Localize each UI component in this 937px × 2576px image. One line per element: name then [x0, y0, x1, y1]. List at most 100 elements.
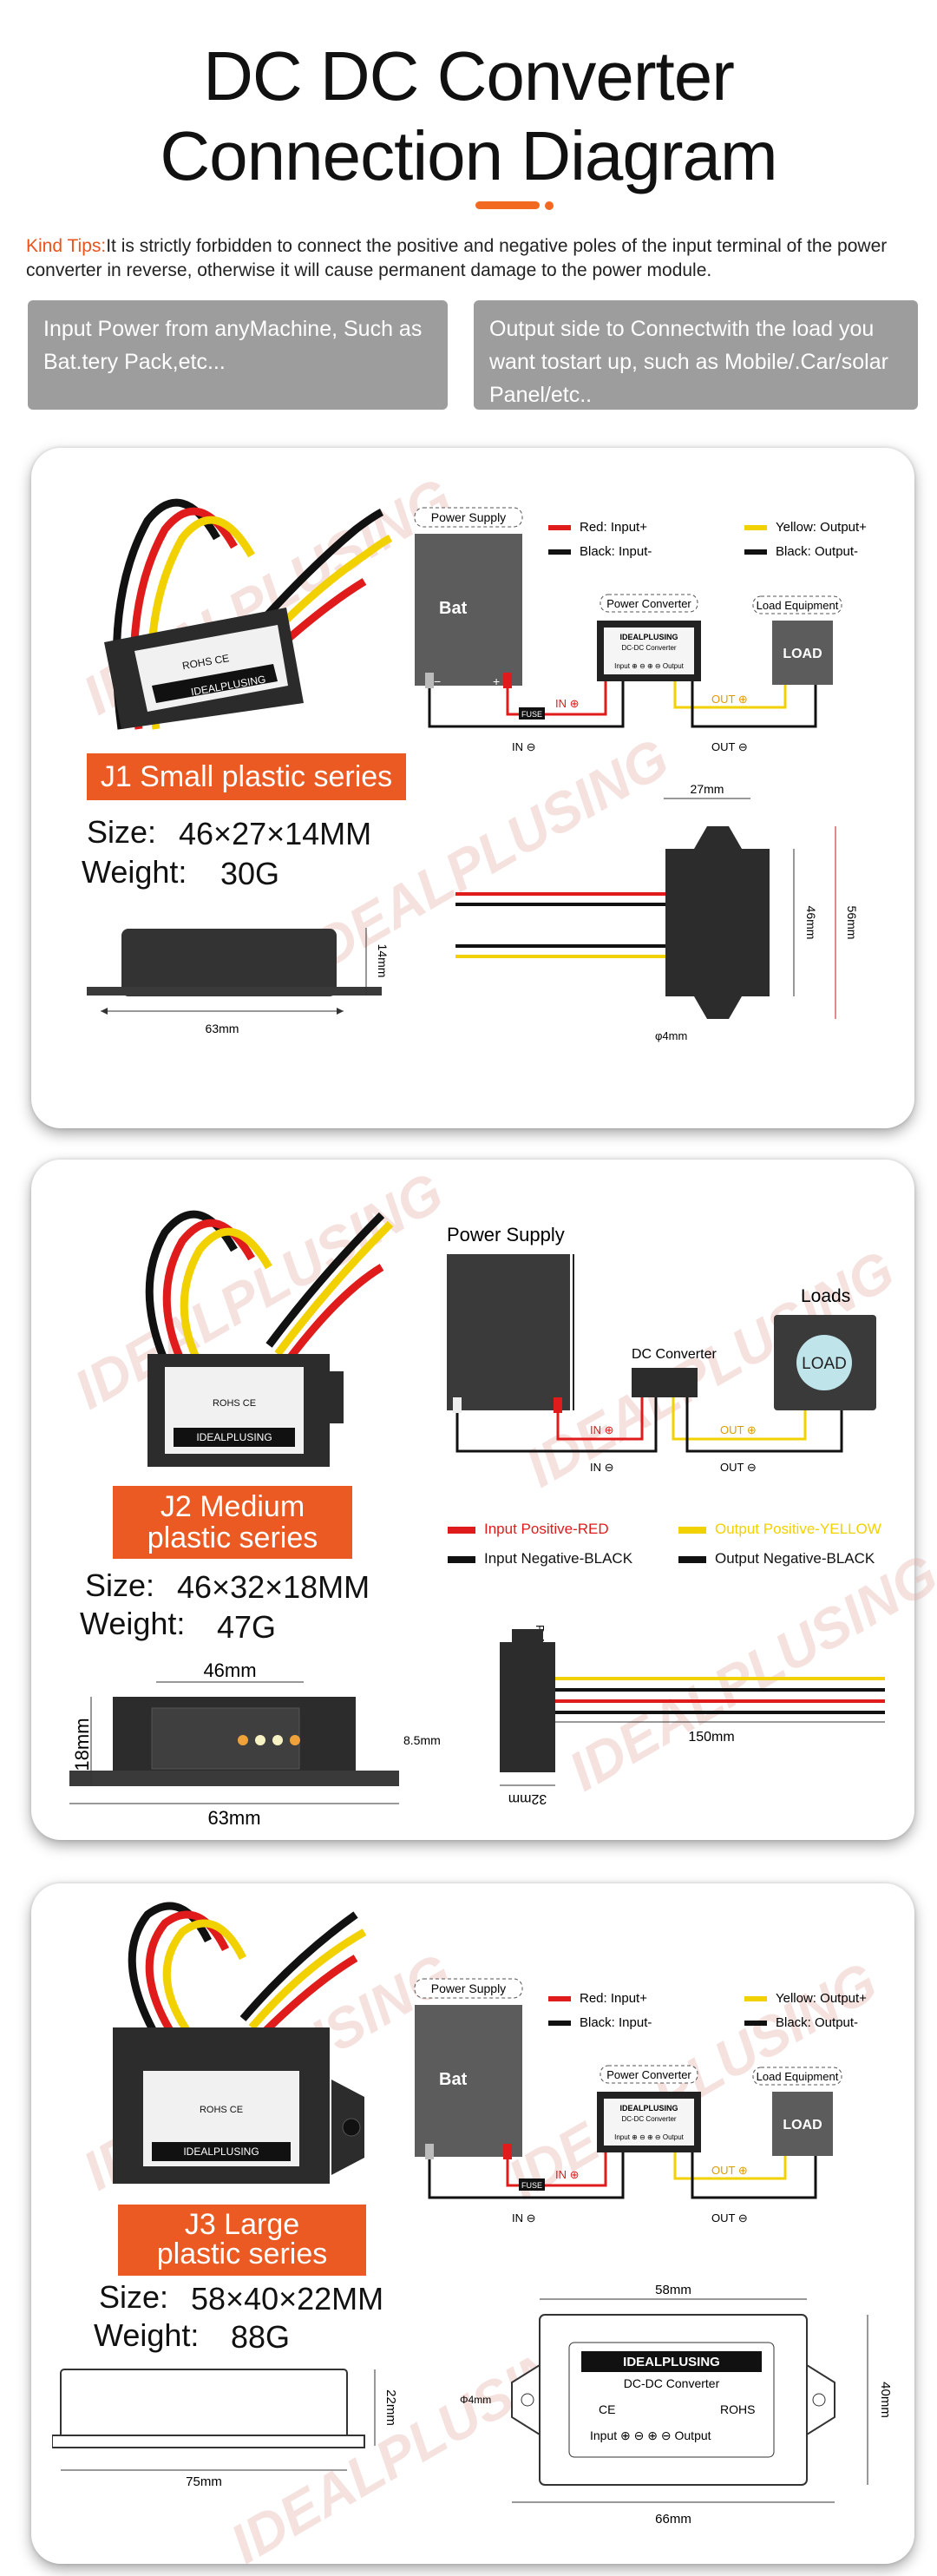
svg-text:DC-DC Converter: DC-DC Converter	[624, 2376, 720, 2390]
j2-dim-32: 32mm	[508, 1791, 547, 1806]
input-info-text: Input Power from anyMachine, Such as Bat…	[43, 317, 423, 374]
svg-text:OUT ⊕: OUT ⊕	[711, 2164, 748, 2177]
j2-dc-converter-label: DC Converter	[632, 1347, 717, 1362]
j2-front-dimension: 46mm 18mm 63mm 8.5mm	[69, 1659, 441, 1829]
page-title-line2: Connection Diagram	[160, 117, 777, 194]
j3-top-dimension: 58mm IDEALPLUSING DC-DC Converter CE ROH…	[460, 2283, 893, 2527]
j1-size-value: 46×27×14MM	[179, 816, 372, 851]
power-converter-label: Power Converter	[606, 597, 691, 610]
j2-dim-150: 150mm	[688, 1730, 734, 1745]
svg-text:IN ⊕: IN ⊕	[555, 2168, 580, 2181]
svg-text:Power Converter: Power Converter	[606, 2068, 691, 2081]
j1-dim-h: 14mm	[376, 944, 390, 978]
j2-dim-18: 18mm	[71, 1718, 93, 1771]
j2-series-line1: J2 Medium	[160, 1490, 305, 1523]
in-plus-label: IN ⊕	[555, 697, 580, 710]
j2-dim-46: 46mm	[203, 1659, 256, 1681]
j2-legend-out-pos: Output Positive-YELLOW	[678, 1521, 881, 1538]
svg-text:Load Equipment: Load Equipment	[757, 2070, 839, 2083]
bat-label: Bat	[439, 599, 468, 618]
j3-product-image: IDEALPLUSING ROHS CE	[113, 1902, 367, 2184]
load-label: LOAD	[783, 647, 822, 661]
out-plus-label: OUT ⊕	[711, 693, 748, 706]
svg-text:IDEALPLUSING: IDEALPLUSING	[623, 2355, 720, 2369]
j2-dim-85: 8.5mm	[403, 1733, 441, 1747]
svg-text:IN ⊖: IN ⊖	[512, 2211, 536, 2224]
j3-dim-58: 58mm	[655, 2283, 691, 2297]
j2-legend-in-pos: Input Positive-RED	[448, 1521, 609, 1538]
legend-black-in: Black: Input-	[580, 544, 652, 559]
j1-weight-label: Weight:	[82, 854, 187, 890]
j2-legend-out-neg: Output Negative-BLACK	[678, 1550, 875, 1567]
j2-product-image: IDEALPLUSING ROHS CE	[145, 1210, 394, 1467]
j2-size-label: Size:	[85, 1567, 155, 1603]
svg-text:Input ⊕ ⊖ ⊕ ⊖ Output: Input ⊕ ⊖ ⊕ ⊖ Output	[590, 2428, 711, 2442]
load-equipment-label: Load Equipment	[757, 599, 839, 612]
j3-dim-22: 22mm	[383, 2389, 398, 2426]
j1-wiring-diagram: Power Supply Bat − + Red: Input+ Black: …	[414, 507, 867, 753]
j2-series-label: J2 Medium plastic series	[113, 1486, 352, 1559]
output-info-box: Output side to Connectwith the load you …	[474, 300, 918, 410]
svg-text:IDEALPLUSING: IDEALPLUSING	[619, 633, 678, 641]
in-minus-label: IN ⊖	[512, 740, 536, 753]
j2-series-line2: plastic series	[147, 1521, 318, 1554]
j3-weight-value: 88G	[231, 2319, 291, 2355]
svg-text:FUSE: FUSE	[521, 2181, 542, 2190]
kind-tips-text: It is strictly forbidden to connect the …	[26, 236, 888, 280]
kind-tips: Kind Tips:It is strictly forbidden to co…	[26, 234, 920, 283]
j2-out-minus: OUT ⊖	[720, 1461, 757, 1474]
legend-yellow: Yellow: Output+	[776, 520, 867, 535]
fuse-label: FUSE	[521, 710, 542, 719]
j2-wiring-diagram: Power Supply Loads LOAD DC Converter IN …	[447, 1224, 876, 1474]
kind-tips-label: Kind Tips:	[26, 236, 107, 256]
j2-in-plus: IN ⊕	[590, 1423, 614, 1436]
j3-dim-40: 40mm	[878, 2382, 893, 2418]
output-info-text: Output side to Connectwith the load you …	[489, 317, 888, 407]
j2-weight-value: 47G	[217, 1609, 277, 1645]
j3-dim-hole: Φ4mm	[460, 2394, 491, 2406]
j2-in-minus: IN ⊖	[590, 1461, 614, 1474]
j1-dim-total: 56mm	[845, 906, 859, 940]
j1-dim-w: 27mm	[691, 782, 724, 796]
svg-text:CE: CE	[599, 2402, 615, 2416]
j3-series-label: J3 Large plastic series	[118, 2205, 366, 2276]
svg-text:ROHS CE: ROHS CE	[200, 2105, 243, 2115]
j1-dim-hole: φ4mm	[655, 1029, 687, 1042]
svg-text:Input ⊕ ⊖ ⊕ ⊖ Output: Input ⊕ ⊖ ⊕ ⊖ Output	[614, 662, 685, 670]
j2-size-value: 46×32×18MM	[177, 1569, 370, 1605]
svg-text:Red: Input+: Red: Input+	[580, 1991, 647, 2006]
j2-loads-label: Loads	[801, 1286, 850, 1306]
j3-wiring-diagram: Power Supply Bat Red: Input+ Black: Inpu…	[414, 1978, 867, 2224]
page-title-line1: DC DC Converter	[203, 37, 735, 115]
j1-dim-l: 46mm	[804, 906, 818, 940]
svg-text:Black: Output-: Black: Output-	[776, 2015, 858, 2030]
j2-power-supply-label: Power Supply	[447, 1224, 565, 1245]
j1-side-dimension: 63mm 14mm	[87, 928, 390, 1035]
svg-text:Yellow: Output+: Yellow: Output+	[776, 1991, 867, 2006]
j1-dim-len: 63mm	[206, 1022, 239, 1035]
j3-series-line2: plastic series	[156, 2238, 328, 2270]
legend-red: Red: Input+	[580, 520, 647, 535]
title-dot	[545, 201, 554, 210]
input-info-box: Input Power from anyMachine, Such as Bat…	[28, 300, 448, 410]
j2-legend-in-neg: Input Negative-BLACK	[448, 1550, 632, 1567]
svg-text:+: +	[493, 674, 500, 688]
legend-black-out: Black: Output-	[776, 544, 858, 559]
j3-weight-label: Weight:	[94, 2317, 200, 2353]
svg-text:DC-DC Converter: DC-DC Converter	[621, 2115, 676, 2123]
svg-text:Power Supply: Power Supply	[431, 1981, 506, 1995]
svg-text:IDEALPLUSING: IDEALPLUSING	[619, 2104, 678, 2113]
j3-size-label: Size:	[99, 2279, 169, 2315]
svg-text:Bat: Bat	[439, 2070, 468, 2089]
svg-text:ROHS CE: ROHS CE	[213, 1398, 256, 1409]
j1-top-dimension: 27mm 46mm 56mm φ4mm	[455, 782, 859, 1042]
j1-size-label: Size:	[87, 814, 157, 850]
svg-text:Black: Input-: Black: Input-	[580, 2015, 652, 2030]
j1-weight-value: 30G	[220, 856, 280, 891]
svg-text:DC-DC Converter: DC-DC Converter	[621, 644, 676, 652]
svg-text:IDEALPLUSING: IDEALPLUSING	[196, 1431, 272, 1443]
svg-text:−: −	[434, 674, 441, 688]
diagram-power-supply-label: Power Supply	[431, 510, 506, 524]
j3-dim-66: 66mm	[655, 2512, 691, 2527]
j1-product-image: IDEALPLUSING ROHS CE	[104, 498, 393, 730]
